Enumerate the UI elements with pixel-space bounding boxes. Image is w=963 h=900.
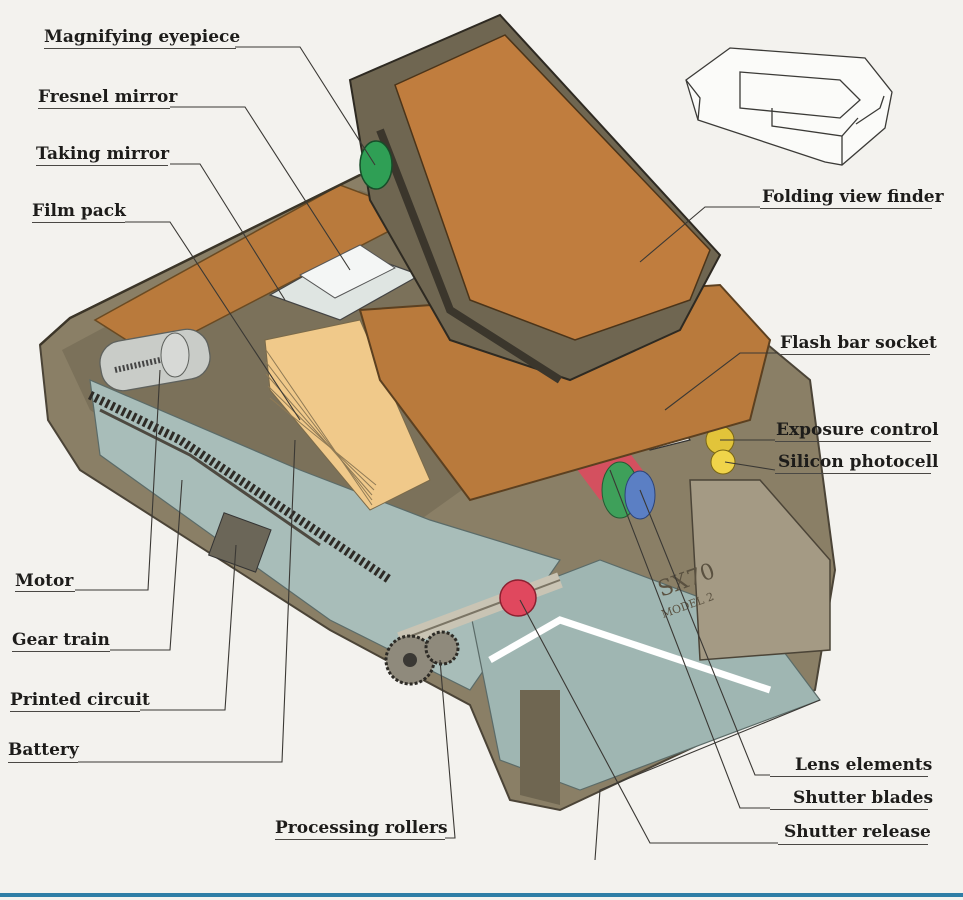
- underline-gear-train: [12, 651, 110, 652]
- closed-camera-inset: [685, 47, 893, 166]
- label-gear-train: Gear train: [12, 630, 110, 650]
- label-silicon-photocell: Silicon photocell: [778, 452, 939, 472]
- underline-motor: [15, 591, 75, 592]
- underline-battery: [8, 762, 78, 763]
- underline-flash-bar-socket: [778, 354, 930, 355]
- underline-fresnel-mirror: [38, 108, 170, 109]
- underline-shutter-release: [778, 844, 928, 845]
- label-printed-circuit: Printed circuit: [10, 690, 150, 710]
- label-processing-rollers: Processing rollers: [275, 818, 448, 838]
- label-film-pack: Film pack: [32, 201, 126, 221]
- underline-printed-circuit: [10, 711, 140, 712]
- label-shutter-release: Shutter release: [784, 822, 931, 842]
- underline-taking-mirror: [36, 165, 168, 166]
- label-battery: Battery: [8, 740, 79, 760]
- silicon-photocell-part: [710, 449, 736, 475]
- label-exposure-control: Exposure control: [776, 420, 939, 440]
- label-fresnel-mirror: Fresnel mirror: [38, 87, 178, 107]
- label-taking-mirror: Taking mirror: [36, 144, 170, 164]
- accent-rule: [0, 893, 963, 897]
- label-flash-bar-socket: Flash bar socket: [780, 333, 937, 353]
- leader-lines: [75, 46, 821, 861]
- camera-body: SX70 MODEL 2: [38, 13, 837, 812]
- motor-part: [99, 328, 211, 392]
- label-lens-elements: Lens elements: [795, 755, 933, 775]
- label-folding-view-finder: Folding view finder: [762, 187, 944, 207]
- underline-shutter-blades: [770, 809, 928, 810]
- underline-folding-view-finder: [760, 208, 932, 209]
- gear-train-part: [87, 390, 393, 584]
- folding-view-finder-part: [348, 13, 722, 384]
- underline-film-pack: [32, 222, 125, 223]
- underline-processing-rollers: [275, 839, 445, 840]
- label-magnifying-eyepiece: Magnifying eyepiece: [44, 27, 241, 47]
- printed-circuit-part: [208, 512, 272, 573]
- label-motor: Motor: [15, 571, 74, 591]
- underline-exposure-control: [775, 441, 931, 442]
- underline-lens-elements: [770, 776, 928, 777]
- label-shutter-blades: Shutter blades: [793, 788, 934, 808]
- underline-magnifying-eyepiece: [44, 48, 236, 49]
- underline-silicon-photocell: [775, 473, 931, 474]
